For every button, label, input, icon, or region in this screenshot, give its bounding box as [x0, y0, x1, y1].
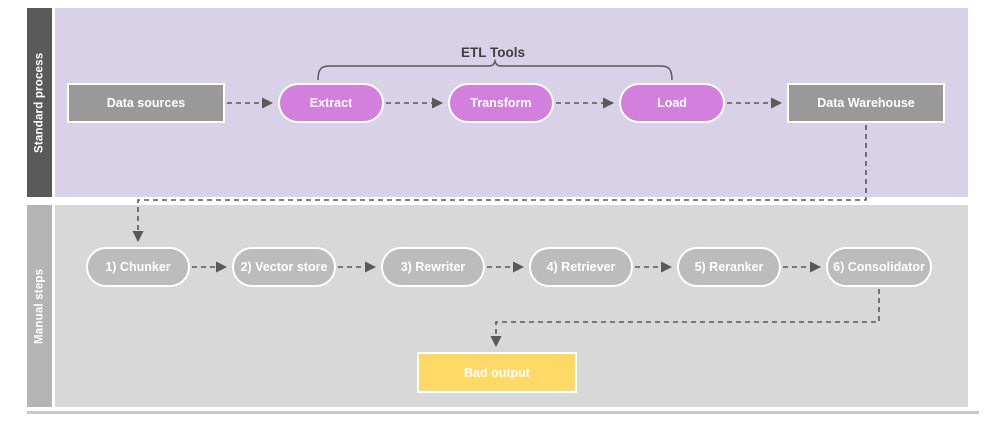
node-label-data-sources: Data sources — [106, 96, 186, 110]
node-label-consolidator: 6) Consolidator — [833, 260, 925, 274]
node-chunker[interactable]: 1) Chunker — [86, 247, 190, 287]
bottom-divider — [27, 411, 979, 414]
node-data-sources[interactable]: Data sources — [67, 83, 225, 123]
node-bad-output[interactable]: Bad output — [417, 352, 577, 393]
node-label-data-warehouse: Data Warehouse — [817, 96, 915, 110]
etl-tools-label: ETL Tools — [461, 45, 525, 60]
node-label-bad-output: Bad output — [464, 365, 530, 380]
node-label-transform: Transform — [470, 96, 532, 110]
node-vector-store[interactable]: 2) Vector store — [232, 247, 336, 287]
node-transform[interactable]: Transform — [448, 83, 554, 123]
node-extract[interactable]: Extract — [278, 83, 384, 123]
node-label-load: Load — [657, 96, 687, 110]
node-label-retriever: 4) Retriever — [546, 260, 616, 274]
lane-label-manual-steps: Manual steps — [33, 268, 46, 344]
node-label-extract: Extract — [309, 96, 353, 110]
lane-header-manual-steps: Manual steps — [27, 205, 52, 407]
node-rewriter[interactable]: 3) Rewriter — [381, 247, 485, 287]
node-data-warehouse[interactable]: Data Warehouse — [787, 83, 945, 123]
node-label-vector-store: 2) Vector store — [240, 260, 328, 274]
lane-label-standard-process: Standard process — [33, 52, 46, 153]
node-load[interactable]: Load — [619, 83, 725, 123]
node-retriever[interactable]: 4) Retriever — [529, 247, 633, 287]
node-label-reranker: 5) Reranker — [694, 260, 764, 274]
node-consolidator[interactable]: 6) Consolidator — [826, 247, 932, 287]
node-label-chunker: 1) Chunker — [105, 260, 171, 274]
node-label-rewriter: 3) Rewriter — [400, 260, 466, 274]
lane-header-standard-process: Standard process — [27, 8, 52, 197]
node-reranker[interactable]: 5) Reranker — [677, 247, 781, 287]
